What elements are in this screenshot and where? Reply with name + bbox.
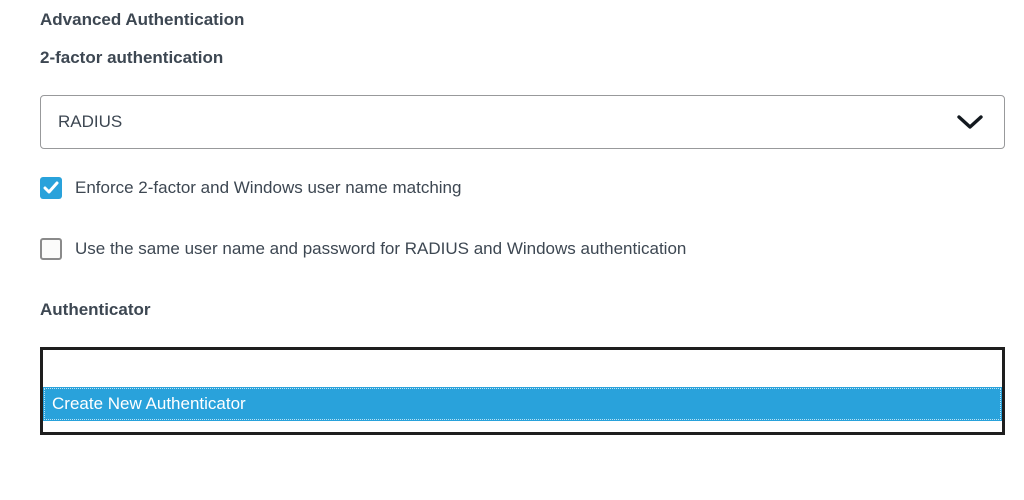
enforce-matching-checkbox[interactable] [40, 177, 62, 199]
listbox-option-create-new-authenticator[interactable]: Create New Authenticator [43, 387, 1002, 421]
checkmark-icon [43, 181, 59, 194]
enforce-matching-checkbox-row[interactable]: Enforce 2-factor and Windows user name m… [40, 177, 1005, 199]
same-credentials-checkbox-row[interactable]: Use the same user name and password for … [40, 238, 1005, 260]
two-factor-authentication-label: 2-factor authentication [40, 48, 224, 67]
chevron-down-icon [957, 115, 983, 129]
authenticator-label: Authenticator [40, 300, 151, 319]
two-factor-select-value: RADIUS [58, 112, 123, 131]
enforce-matching-checkbox-label: Enforce 2-factor and Windows user name m… [75, 178, 462, 197]
authenticator-listbox[interactable]: Create New Authenticator [40, 347, 1005, 435]
same-credentials-checkbox[interactable] [40, 238, 62, 260]
same-credentials-checkbox-label: Use the same user name and password for … [75, 239, 687, 258]
two-factor-authentication-select[interactable]: RADIUS [40, 95, 1005, 149]
advanced-authentication-panel: Advanced Authentication 2-factor authent… [40, 10, 1005, 435]
listbox-option-blank[interactable] [43, 350, 1002, 387]
section-title: Advanced Authentication [40, 10, 245, 29]
